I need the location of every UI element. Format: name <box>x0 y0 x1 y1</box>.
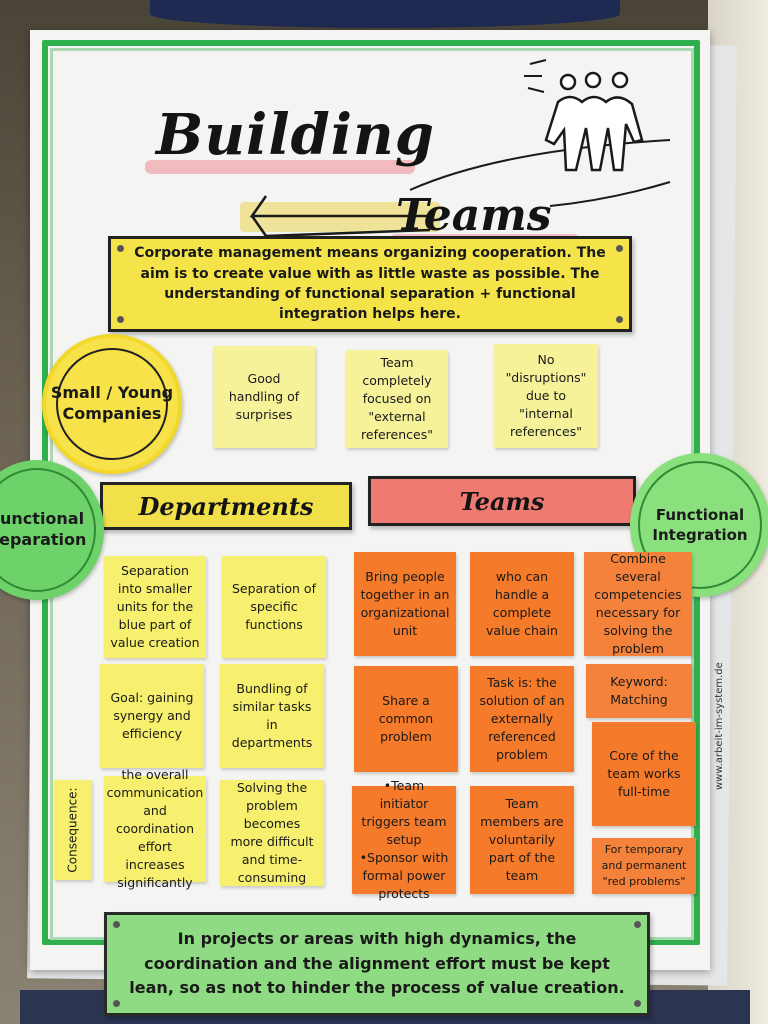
sticky-note: Team completely focused on "external ref… <box>346 350 448 448</box>
teams-header: Teams <box>368 476 636 526</box>
functional-separation-circle: Functional Separation <box>0 460 104 600</box>
bottom-text: In projects or areas with high dynamics,… <box>129 928 625 998</box>
intro-banner: Corporate management means organizing co… <box>108 236 632 332</box>
team-note: Bring people together in an organization… <box>354 552 456 656</box>
pin-icon <box>616 316 623 323</box>
circle-label: Small / Young Companies <box>50 383 174 423</box>
team-note: Task is: the solution of an externally r… <box>470 666 574 772</box>
intro-text: Corporate management means organizing co… <box>134 245 606 323</box>
person-head-1 <box>559 73 577 91</box>
pin-icon <box>113 921 120 928</box>
pin-icon <box>634 921 641 928</box>
consequence-note: Consequence: <box>54 780 92 880</box>
title-doodle-svg <box>249 59 671 238</box>
departments-header: Departments <box>100 482 352 530</box>
team-note: Keyword: Matching <box>586 664 692 718</box>
team-note: •Team initiator triggers team setup •Spo… <box>352 778 456 901</box>
pin-icon <box>634 1000 641 1007</box>
person-head-3 <box>611 71 629 89</box>
circle-label: Functional Separation <box>0 509 87 549</box>
bottom-banner: In projects or areas with high dynamics,… <box>104 912 650 1016</box>
sticky-note: Good handling of surprises <box>213 346 315 448</box>
department-note: Separation into smaller units for the bl… <box>104 556 206 658</box>
horizon-line <box>409 139 671 191</box>
arrow-icon <box>249 195 431 238</box>
team-note: For temporary and permanent "red problem… <box>592 838 696 894</box>
pin-icon <box>113 1000 120 1007</box>
people-group-icon <box>544 95 644 172</box>
sparkle-lines <box>524 59 547 93</box>
pin-icon <box>117 245 124 252</box>
department-note: Solving the problem becomes more difficu… <box>220 780 324 886</box>
easel-top <box>150 0 620 28</box>
sticky-note: No "disruptions" due to "internal refere… <box>494 344 598 448</box>
small-young-companies-circle: Small / Young Companies <box>42 334 182 474</box>
team-note: Team members are voluntarily part of the… <box>470 786 574 894</box>
title-building: Building <box>156 102 435 168</box>
team-note: Core of the team works full-time <box>592 722 696 826</box>
title-teams: Teams <box>396 190 552 241</box>
website-credit: www.arbeit-im-system.de <box>714 662 725 790</box>
team-note: Share a common problem <box>354 666 458 772</box>
department-note: Goal: gaining synergy and efficiency <box>100 664 204 768</box>
department-note: the overall communication and coordinati… <box>104 767 206 890</box>
pin-icon <box>616 245 623 252</box>
department-note: Separation of specific functions <box>222 556 326 658</box>
person-head-2 <box>584 71 602 89</box>
department-note: Bundling of similar tasks in departments <box>220 664 324 768</box>
title-highlight <box>145 160 415 174</box>
team-note: who can handle a complete value chain <box>470 552 574 656</box>
ground-line <box>549 181 671 207</box>
pin-icon <box>117 316 124 323</box>
circle-label: Functional Integration <box>652 505 748 544</box>
team-note: Combine several competencies necessary f… <box>584 551 692 656</box>
consequence-label: Consequence: <box>66 787 81 873</box>
